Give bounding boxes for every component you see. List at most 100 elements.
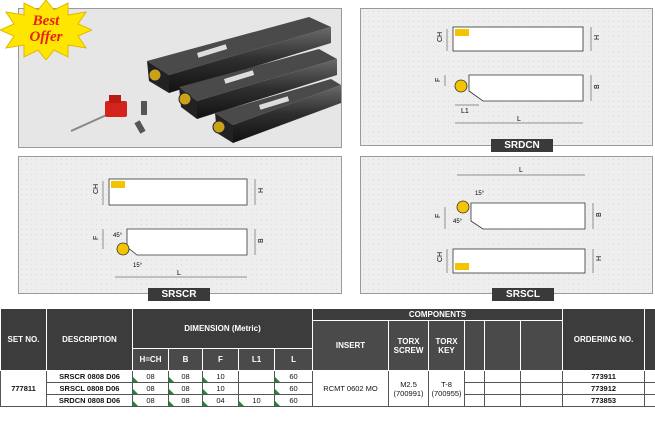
l1-cell: [238, 382, 275, 395]
srscr-drawing-panel: CH H F 45° 15° B L: [18, 156, 342, 294]
dim-l-label: L: [519, 167, 523, 174]
table-row: SRSCL 0808 D06 08 08 10 60 773912: [1, 382, 655, 395]
torx-screw-code: (700991): [393, 388, 424, 398]
header-insert: INSERT: [312, 320, 390, 371]
badge-line-1: Best: [32, 13, 60, 29]
h-cell: 08: [132, 382, 169, 395]
product-photo-panel: [18, 8, 342, 148]
dim-h-label: H: [258, 188, 265, 193]
dim-ch-label: CH: [437, 252, 444, 262]
dim-b-label: B: [596, 212, 603, 217]
l-cell: 60: [273, 370, 314, 383]
badge-line-2: Offer: [29, 29, 63, 45]
header-dimension: DIMENSION (Metric): [131, 308, 314, 349]
dim-ch-label: CH: [93, 184, 100, 194]
dim-h-label: H: [596, 256, 603, 261]
f-cell: 10: [202, 370, 239, 383]
empty-cell: [644, 394, 655, 407]
dim-l-label: L: [177, 270, 181, 277]
header-description: DESCRIPTION: [46, 308, 133, 371]
srscl-caption: SRSCL: [492, 288, 554, 301]
empty-cell: [484, 394, 522, 407]
b-cell: 08: [168, 370, 203, 383]
b-cell: 08: [168, 382, 203, 395]
f-cell: 10: [202, 382, 239, 395]
dim-l-label: L: [517, 116, 521, 123]
b-cell: 08: [168, 394, 203, 407]
empty-cell: [484, 370, 522, 383]
torx-key-size: T-8: [441, 379, 452, 389]
srdcn-drawing: CH H F B L1 L: [435, 26, 601, 124]
insert-cell: RCMT 0602 MO: [312, 370, 390, 407]
header-empty-2: [484, 320, 522, 371]
table-row: 777811 SRSCR 0808 D06 08 08 10 60 RCMT 0…: [0, 370, 655, 407]
l1-cell: 10: [238, 394, 275, 407]
empty-cell: [644, 370, 655, 383]
dim-h-label: H: [594, 35, 601, 40]
h-cell: 08: [132, 394, 169, 407]
header-torx-key: TORX KEY: [428, 320, 466, 371]
torx-key-cell: T-8 (700955): [428, 370, 466, 407]
srscl-drawing: L 15° 45° F B CH H: [435, 167, 603, 274]
header-torx-screw: TORX SCREW: [388, 320, 430, 371]
desc-cell: SRDCN 0808 D06: [46, 394, 133, 407]
dim-angle-15-label: 15°: [475, 191, 485, 197]
dim-l1-label: L1: [461, 108, 469, 115]
header-empty-3: [520, 320, 564, 371]
header-components: COMPONENTS: [312, 308, 564, 321]
header-spacer: [644, 308, 655, 371]
set-no-cell: 777811: [0, 370, 47, 407]
torx-screw-size: M2.5: [400, 379, 417, 389]
l-cell: 60: [273, 382, 314, 395]
header-dim-b: B: [168, 348, 203, 371]
header-empty-1: [464, 320, 486, 371]
header-dim-f: F: [202, 348, 239, 371]
dim-angle-45-label: 45°: [113, 233, 123, 239]
header-dim-l1: L1: [238, 348, 275, 371]
torx-key: [70, 95, 127, 132]
empty-cell: [464, 382, 486, 395]
screws: [134, 101, 147, 134]
ordering-no-cell: 773853: [562, 394, 646, 407]
tool-holder-1: [147, 17, 331, 93]
dim-f-label: F: [435, 214, 442, 218]
product-photo: [70, 17, 341, 143]
desc-cell: SRSCR 0808 D06: [46, 370, 133, 383]
dim-angle-15-label: 15°: [133, 263, 143, 269]
spec-table: SET NO. DESCRIPTION DIMENSION (Metric) C…: [0, 308, 655, 407]
header-dim-l: L: [273, 348, 314, 371]
tool-holder-3: [212, 79, 341, 143]
srscr-caption: SRSCR: [148, 288, 210, 301]
empty-cell: [644, 382, 655, 395]
srscr-drawing: CH H F 45° 15° B L: [93, 178, 265, 278]
ordering-no-cell: 773911: [562, 370, 646, 383]
empty-cell: [464, 394, 486, 407]
dim-f-label: F: [435, 78, 442, 82]
empty-cell: [520, 382, 564, 395]
header-ordering-no: ORDERING NO.: [562, 308, 646, 371]
header-dim-h: H=CH: [132, 348, 169, 371]
empty-cell: [520, 370, 564, 383]
srdcn-drawing-panel: CH H F B L1 L: [360, 8, 653, 146]
empty-cell: [484, 382, 522, 395]
tool-holder-2: [178, 49, 337, 119]
best-offer-badge: Best Offer: [0, 0, 94, 61]
l1-cell: [238, 370, 275, 383]
dim-angle-45-label: 45°: [453, 219, 463, 225]
l-cell: 60: [273, 394, 314, 407]
srdcn-caption: SRDCN: [491, 139, 553, 152]
header-set-no: SET NO.: [0, 308, 47, 371]
h-cell: 08: [132, 370, 169, 383]
empty-cell: [520, 394, 564, 407]
dim-f-label: F: [93, 236, 100, 240]
torx-screw-cell: M2.5 (700991): [388, 370, 430, 407]
srscl-drawing-panel: L 15° 45° F B CH H: [360, 156, 653, 294]
f-cell: 04: [202, 394, 239, 407]
ordering-no-cell: 773912: [562, 382, 646, 395]
dim-b-label: B: [258, 238, 265, 243]
torx-key-code: (700955): [431, 388, 462, 398]
dim-b-label: B: [594, 84, 601, 89]
dim-ch-label: CH: [437, 32, 444, 42]
empty-cell: [464, 370, 486, 383]
desc-cell: SRSCL 0808 D06: [46, 382, 133, 395]
